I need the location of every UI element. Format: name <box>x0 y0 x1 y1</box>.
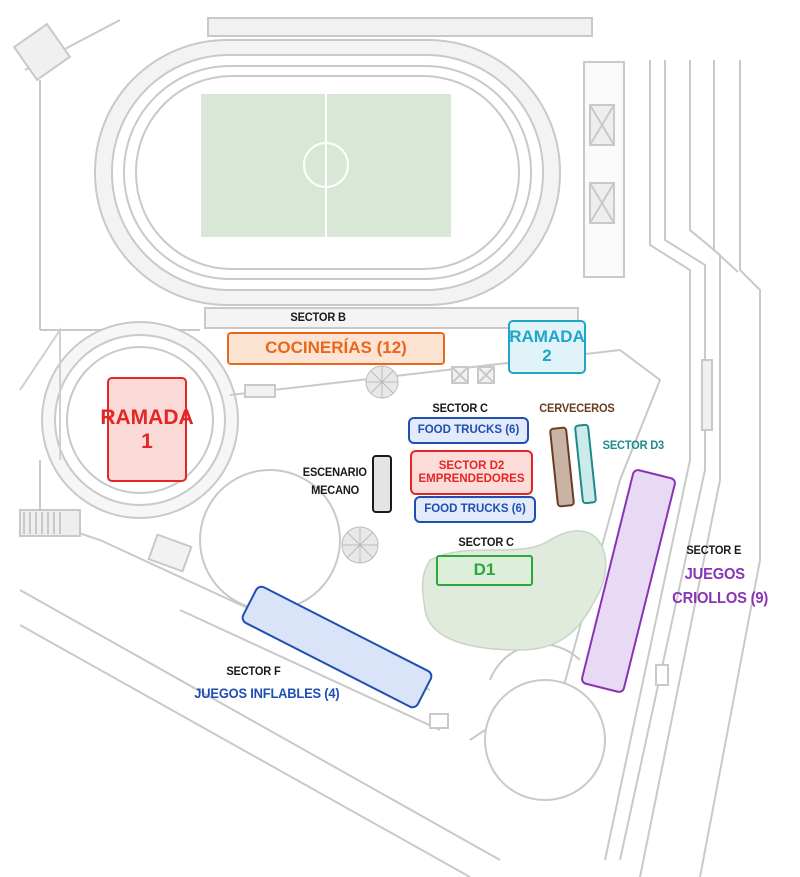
ramada-2-zone[interactable]: RAMADA 2 <box>508 320 586 374</box>
sector-f-label: SECTOR F <box>226 664 281 678</box>
juegos-criollos-label-1: JUEGOS <box>684 566 745 583</box>
ramada-2-label-1: RAMADA <box>509 327 585 347</box>
sector-d2-label-1: SECTOR D2 <box>438 459 505 472</box>
juegos-criollos-label-2: CRIOLLOS (9) <box>672 590 769 607</box>
juegos-inflables-label: JUEGOS INFLABLES (4) <box>194 685 340 701</box>
d1-zone[interactable]: D1 <box>436 555 533 586</box>
ramada-1-label-2: 1 <box>141 429 153 453</box>
ramada-2-label-2: 2 <box>542 346 552 365</box>
food-trucks-top-zone[interactable]: FOOD TRUCKS (6) <box>408 417 529 444</box>
sector-d2-label-2: EMPRENDEDORES <box>418 472 525 485</box>
ramada-1-zone[interactable]: RAMADA 1 <box>100 377 194 482</box>
cocinerias-zone[interactable]: COCINERÍAS (12) <box>227 332 445 365</box>
food-trucks-top-label: FOOD TRUCKS (6) <box>417 424 520 437</box>
sector-b-label: SECTOR B <box>290 310 346 324</box>
sector-c-bottom-label: SECTOR C <box>458 535 514 549</box>
sector-d2-zone[interactable]: SECTOR D2 EMPRENDEDORES <box>410 450 533 495</box>
food-trucks-bottom-zone[interactable]: FOOD TRUCKS (6) <box>414 496 536 523</box>
escenario-mecano-zone[interactable] <box>372 455 392 513</box>
ramada-1-label-1: RAMADA <box>100 406 194 430</box>
cocinerias-label: COCINERÍAS (12) <box>265 338 407 358</box>
sector-d3-label: SECTOR D3 <box>602 438 665 452</box>
cerveceros-label: CERVECEROS <box>539 401 615 415</box>
escenario-label-1: ESCENARIO <box>302 465 367 479</box>
food-trucks-bottom-label: FOOD TRUCKS (6) <box>424 503 526 516</box>
d1-label: D1 <box>473 560 496 580</box>
escenario-label-2: MECANO <box>311 483 360 497</box>
sector-c-top-label: SECTOR C <box>432 401 488 415</box>
sector-e-label: SECTOR E <box>686 543 742 557</box>
